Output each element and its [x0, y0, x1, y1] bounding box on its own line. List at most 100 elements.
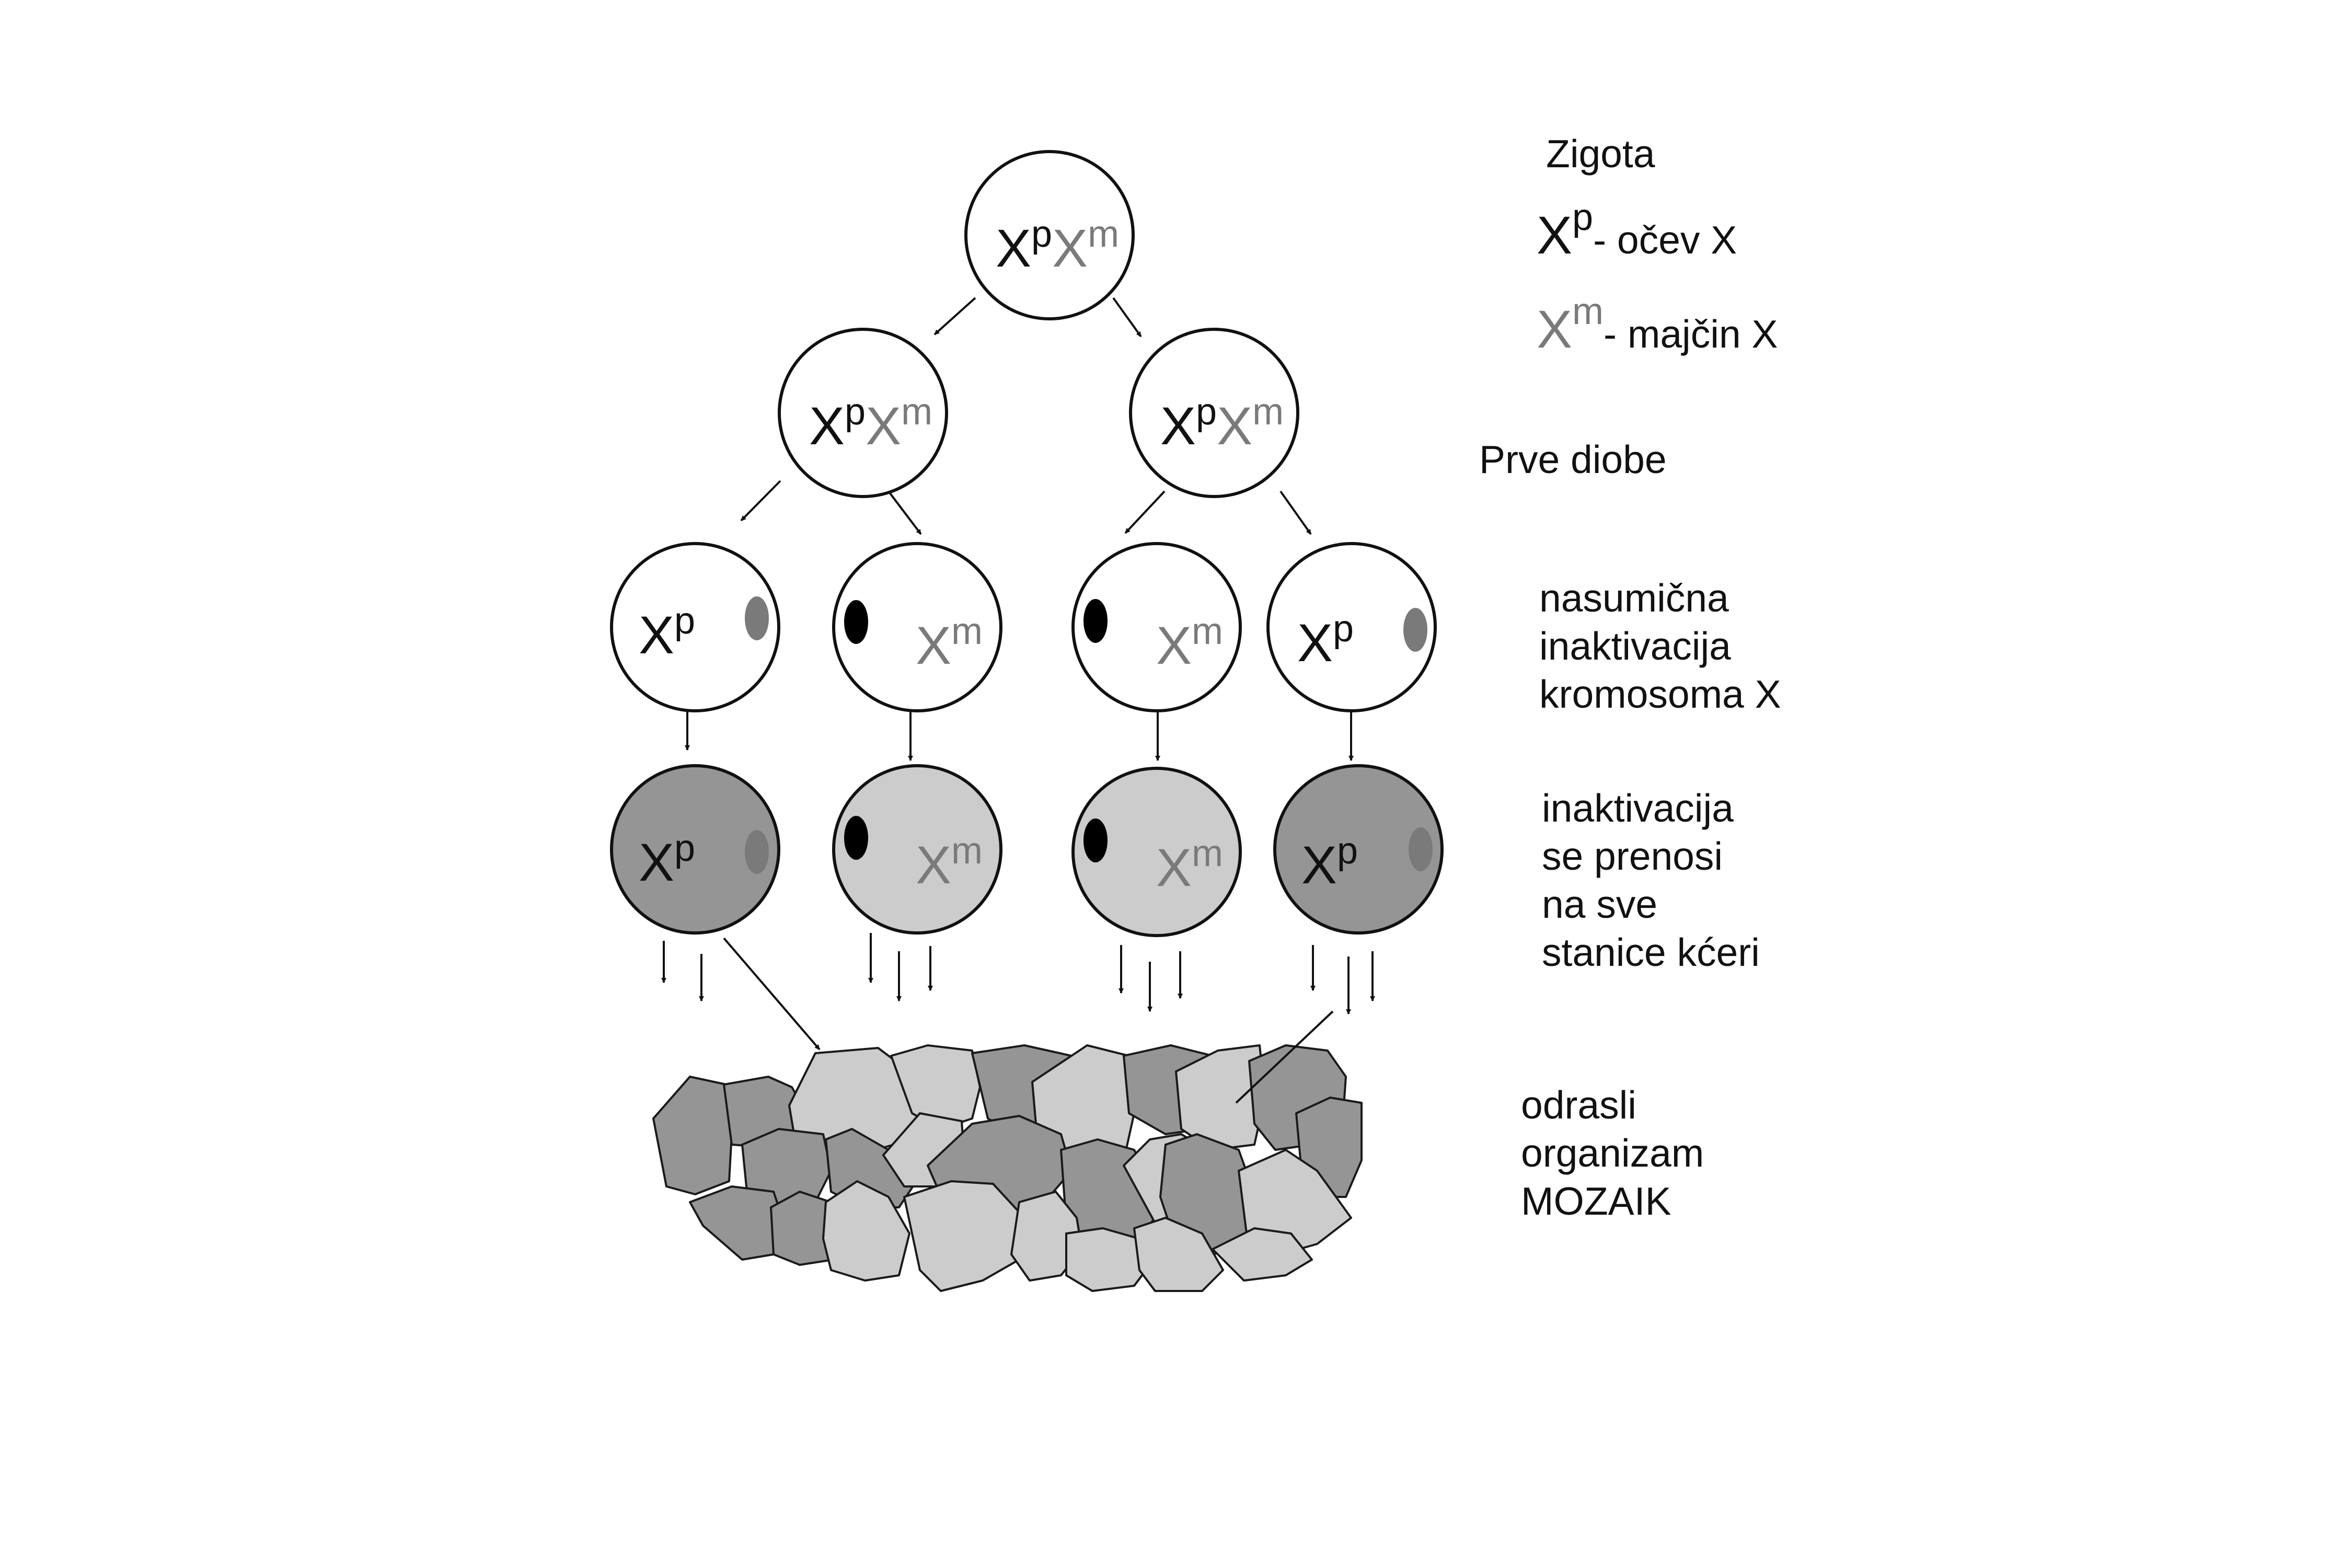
- inactivation-cell-3: Xm: [1071, 542, 1242, 712]
- inactivation-cell-4: Xp: [1266, 542, 1437, 712]
- arrow-right-daughter-2: [1279, 490, 1312, 535]
- active-maternal-sup: m: [1192, 833, 1223, 874]
- mosaic-cell: [903, 1180, 1025, 1292]
- cell-circle: [832, 764, 1002, 935]
- barr-body-maternal: [1403, 608, 1427, 652]
- inheritance-label: inaktivacija se prenosi na sve stanice k…: [1542, 786, 1760, 974]
- barr-body-paternal: [844, 816, 868, 860]
- active-paternal-x: X: [1301, 835, 1337, 895]
- svg-text:Xm: Xm: [1156, 833, 1223, 897]
- cell-circle: [610, 542, 780, 712]
- inherited-cell-3: Xm: [1071, 767, 1242, 937]
- inactivation-cell-1: Xp: [610, 542, 780, 712]
- svg-text:Xp: Xp: [1301, 830, 1358, 895]
- cell-circle: [1266, 542, 1437, 712]
- active-paternal-x: X: [639, 833, 674, 892]
- arrow-zygote-right: [1112, 297, 1142, 338]
- legend-paternal-text: - očev X: [1593, 218, 1737, 262]
- inherited-cell-2: Xm: [832, 764, 1002, 935]
- active-maternal-x: X: [1156, 838, 1192, 897]
- active-paternal-x: X: [639, 605, 674, 665]
- cell-maternal-sup: m: [1252, 391, 1284, 433]
- adult-line-2: organizam: [1521, 1131, 1704, 1175]
- first-division-cell-right: XpXm: [1129, 328, 1299, 498]
- barr-body-maternal: [1409, 827, 1433, 871]
- legend-paternal-x: X: [1537, 205, 1572, 265]
- arrow-zygote-left: [933, 297, 976, 336]
- zygote-cell: XpXm: [964, 150, 1135, 320]
- inheritance-line-1: inaktivacija: [1542, 786, 1734, 830]
- zygote-maternal-x: X: [1052, 218, 1088, 278]
- arrow-lineage1-c: [723, 937, 821, 1051]
- barr-body-maternal: [745, 596, 769, 640]
- active-maternal-x: X: [916, 835, 951, 895]
- active-maternal-x: X: [1156, 616, 1192, 675]
- active-maternal-x: X: [916, 616, 951, 675]
- arrow-right-daughter-1: [1124, 490, 1166, 534]
- mosaic-cell: [1212, 1227, 1313, 1282]
- zygote-paternal-x: X: [996, 218, 1031, 278]
- mosaic-cell: [1133, 1217, 1224, 1292]
- zygote-paternal-sup: p: [1031, 213, 1052, 255]
- cell-paternal-sup: p: [1196, 391, 1217, 433]
- cell-paternal-x: X: [1160, 396, 1196, 456]
- active-maternal-sup: m: [951, 830, 983, 872]
- active-paternal-sup: p: [674, 827, 695, 869]
- mosaic-cell: [689, 1185, 785, 1261]
- adult-organism-label: odrasli organizam MOZAIK: [1521, 1083, 1704, 1223]
- legend-maternal-sup: m: [1572, 291, 1604, 332]
- barr-body-maternal: [745, 830, 769, 874]
- inheritance-line-3: na sve: [1542, 882, 1657, 926]
- svg-text:Xp: Xp: [639, 827, 695, 892]
- svg-text:Xm: Xm: [916, 610, 983, 675]
- active-paternal-x: X: [1297, 613, 1333, 673]
- division-arrows: [661, 297, 1375, 1051]
- first-division-cell-left: XpXm: [778, 328, 948, 498]
- barr-body-paternal: [844, 600, 868, 644]
- legend-paternal: Xp- očev X: [1537, 197, 1737, 265]
- active-paternal-sup: p: [1337, 830, 1358, 872]
- mosaic-cell: [822, 1180, 910, 1282]
- random-inactivation-line-3: kromosoma X: [1539, 672, 1781, 716]
- legend-maternal-text: - majčin X: [1604, 312, 1778, 356]
- random-inactivation-line-2: inaktivacija: [1539, 624, 1731, 668]
- adult-line-3: MOZAIK: [1521, 1179, 1671, 1223]
- zygote-circle: [964, 150, 1135, 320]
- active-paternal-sup: p: [674, 600, 695, 642]
- legend-paternal-sup: p: [1572, 197, 1593, 238]
- svg-text:Xm: Xm: [916, 830, 983, 895]
- random-inactivation-line-1: nasumična: [1539, 576, 1729, 620]
- svg-text:Xp: Xp: [639, 600, 695, 665]
- active-paternal-sup: p: [1333, 608, 1354, 650]
- barr-body-paternal: [1083, 818, 1108, 862]
- first-division-circle-left: [778, 328, 948, 498]
- legend-maternal-x: X: [1537, 299, 1572, 359]
- cell-circle: [610, 764, 780, 935]
- cell-circle: [1273, 764, 1444, 935]
- zygote-maternal-sup: m: [1088, 213, 1119, 255]
- cell-paternal-x: X: [809, 396, 845, 456]
- svg-text:XpXm: XpXm: [809, 391, 932, 456]
- adult-line-1: odrasli: [1521, 1083, 1636, 1127]
- legend-maternal: Xm- majčin X: [1537, 291, 1778, 359]
- barr-body-paternal: [1083, 599, 1108, 643]
- cell-circle: [1071, 767, 1242, 937]
- svg-text:XpXm: XpXm: [996, 213, 1119, 278]
- mosaic-cell: [652, 1076, 733, 1195]
- svg-text:XpXm: XpXm: [1160, 391, 1284, 456]
- cell-circle: [832, 542, 1002, 712]
- svg-text:Xm: Xm: [1156, 610, 1223, 675]
- inheritance-line-2: se prenosi: [1542, 834, 1723, 878]
- inherited-cell-4: Xp: [1273, 764, 1444, 935]
- cell-paternal-sup: p: [845, 391, 866, 433]
- active-maternal-sup: m: [951, 610, 983, 652]
- inherited-cell-1: Xp: [610, 764, 780, 935]
- svg-text:Xp: Xp: [1297, 608, 1354, 673]
- cell-maternal-x: X: [1217, 396, 1252, 456]
- first-divisions-label: Prve diobe: [1479, 437, 1667, 481]
- adult-mosaic-tissue: [652, 1044, 1363, 1292]
- first-division-circle-right: [1129, 328, 1299, 498]
- cell-maternal-sup: m: [901, 391, 932, 433]
- inheritance-line-4: stanice kćeri: [1542, 930, 1760, 974]
